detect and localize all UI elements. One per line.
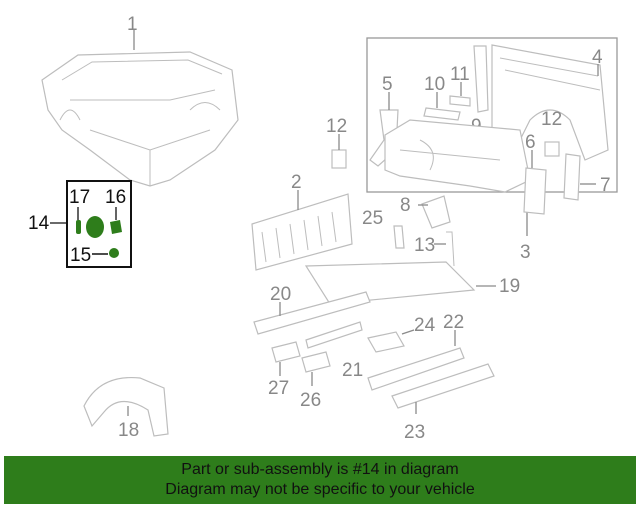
callout-26: 26: [300, 390, 321, 411]
callout-6: 6: [525, 132, 536, 153]
part-3-inner-panel[interactable]: [384, 119, 531, 193]
part-4-side-panel[interactable]: [491, 44, 609, 161]
callout-21: 21: [342, 360, 363, 381]
callout-3: 3: [520, 242, 531, 263]
part-2-tailgate[interactable]: [251, 193, 353, 271]
callout-8: 8: [400, 195, 411, 216]
part-26-bracket[interactable]: [301, 351, 331, 373]
callout-20: 20: [270, 284, 291, 305]
part-8-bracket[interactable]: [421, 195, 451, 229]
part-21-crossmember[interactable]: [305, 321, 363, 349]
part-24-plate[interactable]: [367, 331, 405, 353]
part-23-sill[interactable]: [391, 363, 495, 409]
callout-12a: 12: [326, 116, 347, 137]
banner-line-2: Diagram may not be specific to your vehi…: [165, 481, 475, 498]
info-banner: Part or sub-assembly is #14 in diagram D…: [4, 456, 636, 504]
callout-22: 22: [443, 312, 464, 333]
callout-19: 19: [499, 276, 520, 297]
callout-5: 5: [382, 74, 393, 95]
part-18-wheelhouse-liner[interactable]: [83, 376, 169, 437]
highlight-box-14[interactable]: [66, 180, 132, 268]
part-9-pillar[interactable]: [473, 45, 489, 113]
callout-11: 11: [450, 64, 470, 85]
callout-25: 25: [362, 208, 383, 229]
callout-1: 1: [127, 14, 138, 35]
part-16-cap[interactable]: [86, 216, 122, 238]
part-12b-clip[interactable]: [544, 141, 560, 157]
callout-23: 23: [404, 422, 425, 443]
part-25-bolt[interactable]: [393, 225, 405, 249]
callout-15: 15: [70, 245, 91, 266]
callout-14: 14: [28, 213, 50, 234]
part-10-bracket[interactable]: [423, 107, 461, 121]
callout-17: 17: [69, 187, 90, 208]
callout-13: 13: [414, 235, 435, 256]
part-17-pin[interactable]: [76, 220, 81, 234]
callout-27: 27: [268, 378, 289, 399]
callout-24: 24: [414, 315, 436, 336]
part-6-panel[interactable]: [523, 167, 547, 215]
assembly-3-frame: [366, 37, 618, 193]
callout-18: 18: [118, 420, 139, 441]
part-22-sill[interactable]: [367, 347, 465, 391]
part-19-bed-liner[interactable]: [304, 261, 476, 305]
part-15-screw[interactable]: [92, 248, 119, 258]
part-27-bracket[interactable]: [271, 341, 301, 363]
callout-4: 4: [592, 47, 603, 68]
part-1-pickup-box[interactable]: [41, 51, 239, 187]
part-11-bracket[interactable]: [449, 95, 471, 107]
part-13-rod[interactable]: [446, 231, 455, 267]
callout-16: 16: [105, 187, 126, 208]
part-20-crossmember[interactable]: [253, 291, 371, 335]
callout-2: 2: [291, 172, 302, 193]
part-12a-clip[interactable]: [331, 149, 347, 169]
banner-line-1: Part or sub-assembly is #14 in diagram: [181, 461, 459, 478]
exploded-view-svg: 1 3 4 9 10 11 5 6 12: [28, 14, 618, 443]
callout-12b: 12: [541, 109, 562, 130]
callout-10: 10: [424, 74, 445, 95]
callout-7: 7: [600, 175, 611, 196]
part-7-post[interactable]: [563, 153, 581, 201]
